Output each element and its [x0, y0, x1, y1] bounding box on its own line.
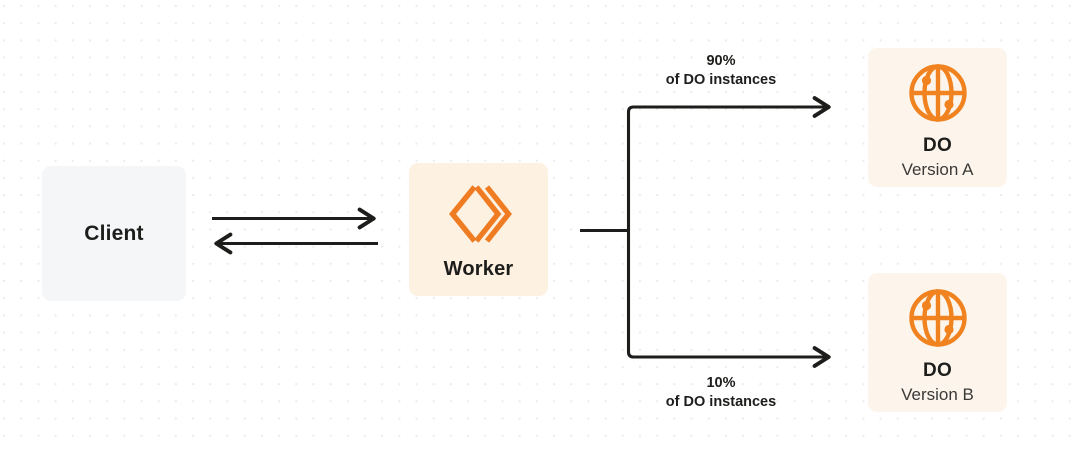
- edge-label-do-b: 10% of DO instances: [616, 374, 826, 412]
- edge-label-do-b-caption: of DO instances: [665, 394, 777, 410]
- node-worker[interactable]: Worker: [409, 163, 548, 296]
- node-do-b-sublabel: Version B: [901, 384, 974, 404]
- cloudflare-workers-icon: [448, 185, 512, 243]
- globe-icon: [908, 288, 967, 347]
- node-client[interactable]: Client: [42, 166, 186, 301]
- node-do-a-label: DO: [923, 134, 952, 156]
- edge-label-do-a-caption: of DO instances: [665, 72, 777, 88]
- node-client-label: Client: [84, 221, 144, 245]
- node-do-a-sublabel: Version A: [901, 159, 974, 179]
- node-worker-label: Worker: [443, 258, 514, 280]
- globe-icon: [908, 63, 967, 122]
- node-do-version-a[interactable]: DO Version A: [868, 48, 1007, 187]
- edge-label-do-a-percent: 90%: [706, 53, 736, 69]
- edge-label-do-a: 90% of DO instances: [616, 52, 826, 90]
- node-do-version-b[interactable]: DO Version B: [868, 273, 1007, 412]
- node-do-b-label: DO: [923, 359, 952, 381]
- edge-worker-to-do-a: [626, 96, 831, 231]
- edge-label-do-b-percent: 10%: [706, 375, 736, 391]
- edge-worker-to-do-b: [626, 230, 831, 368]
